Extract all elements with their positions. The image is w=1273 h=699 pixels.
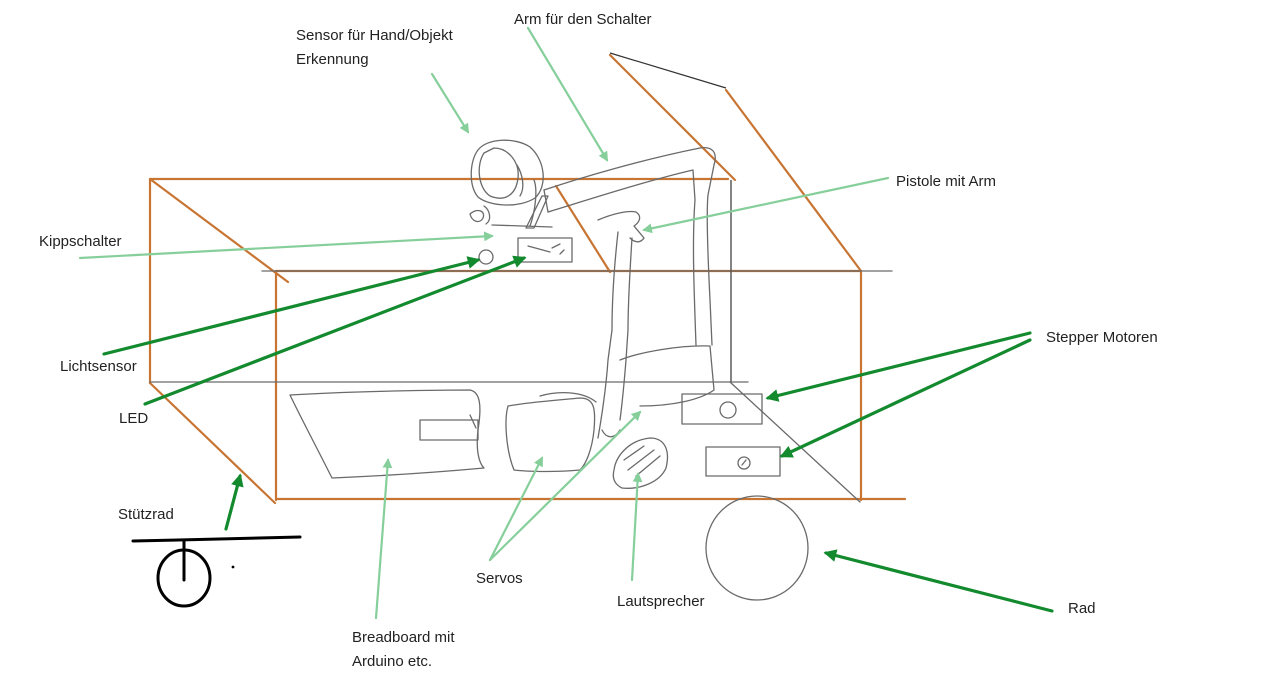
arrow-speaker [630, 472, 643, 582]
arrow-switch-arm [526, 26, 609, 162]
arrow-servo-2 [488, 410, 642, 562]
box-left-top-edge [148, 177, 290, 284]
servo-sketch [505, 391, 597, 473]
label-caster-wheel: Stützrad [118, 506, 174, 523]
wheel-sketch [705, 495, 809, 601]
light-arrows [78, 26, 890, 620]
lid-outer-edge [608, 53, 737, 182]
label-wheel: Rad [1068, 600, 1096, 617]
pistol-arm-sketch [597, 210, 715, 439]
arrow-light-sensor [102, 256, 481, 356]
arrow-stepper-2 [779, 338, 1032, 458]
arrow-sensor [430, 72, 470, 134]
label-stepper-motors: Stepper Motoren [1046, 329, 1158, 346]
dark-arrows [102, 255, 1054, 613]
caster-wheel-sketch [131, 535, 302, 608]
arrow-wheel [823, 549, 1054, 613]
box-outline [148, 53, 907, 505]
arrow-led [143, 255, 527, 406]
diagonal-brace-line [729, 381, 861, 503]
breadboard-sketch [289, 389, 485, 479]
label-speaker: Lautsprecher [617, 593, 705, 610]
lid-right-edge [724, 88, 863, 273]
hand-sensor-sketch [469, 139, 553, 229]
speaker-sketch [612, 437, 669, 489]
box-left-bottom-edge [148, 381, 277, 505]
arrow-servo-1 [488, 456, 544, 562]
label-breadboard-line1: Breadboard mit [352, 629, 455, 646]
label-sensor-line1: Sensor für Hand/Objekt [296, 27, 453, 44]
stepper-motor-upper-sketch [681, 393, 763, 425]
arrow-toggle-switch [78, 231, 494, 260]
label-led: LED [119, 410, 149, 427]
toggle-switch-sketch [517, 237, 573, 263]
label-toggle-switch: Kippschalter [39, 233, 122, 250]
label-light-sensor: Lichtsensor [60, 358, 137, 375]
arrow-stepper-1 [765, 331, 1032, 402]
arrow-breadboard [374, 458, 393, 620]
label-pistol: Pistole mit Arm [896, 173, 997, 190]
label-servos: Servos [476, 570, 523, 587]
lid-left-edge [554, 184, 612, 274]
label-sensor-line2: Erkennung [296, 51, 369, 68]
arrow-pistol [642, 176, 890, 234]
lid-string-line [609, 52, 727, 89]
label-breadboard-line2: Arduino etc. [352, 653, 433, 670]
arrow-caster-wheel [224, 473, 244, 531]
light-sensor-sketch [478, 249, 494, 265]
stepper-motor-lower-sketch [705, 446, 781, 477]
switch-arm-sketch [543, 146, 716, 346]
label-switch-arm: Arm für den Schalter [514, 11, 652, 28]
